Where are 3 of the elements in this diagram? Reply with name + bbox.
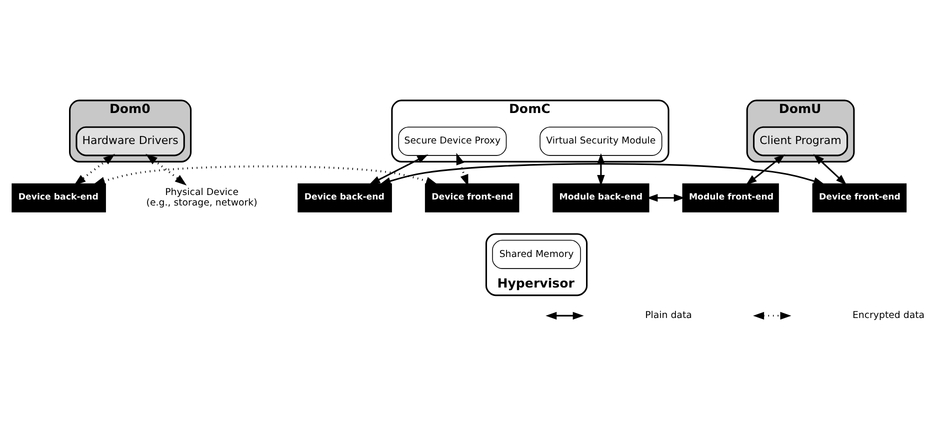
legend-label: Encrypted data: [852, 310, 925, 321]
node-text: Physical Device (e.g., storage, network): [146, 186, 258, 208]
legend-label: Plain data: [645, 310, 692, 321]
